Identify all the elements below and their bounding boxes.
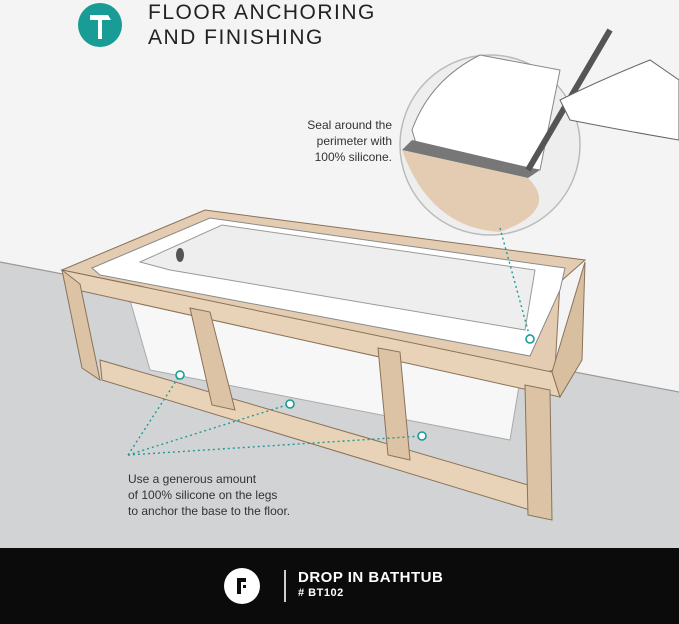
- callout-top-line: 100% silicone.: [314, 150, 392, 164]
- frame-right-end: [551, 261, 586, 399]
- marker-leg-3: [417, 431, 427, 441]
- marker-leg-1: [175, 370, 185, 380]
- title-line-1: FLOOR ANCHORING: [148, 1, 376, 24]
- front-left-post: [61, 268, 101, 382]
- footer-bar: DROP IN BATHTUB # BT102: [0, 548, 679, 624]
- detail-wood: [402, 150, 540, 232]
- detail-tub-corner: [411, 54, 561, 171]
- callout-seal-perimeter: Seal around the perimeter with 100% sili…: [307, 117, 392, 165]
- callout-bottom-line: to anchor the base to the floor.: [128, 504, 291, 518]
- title-line-2: AND FINISHING: [148, 26, 324, 49]
- callout-top-line: Seal around the: [307, 118, 392, 132]
- front-right-post: [524, 384, 553, 521]
- tub-basin: [138, 224, 536, 331]
- callout-bottom-line: Use a generous amount: [128, 472, 257, 486]
- brand-logo-icon: [224, 568, 260, 604]
- hand-icon: [559, 59, 679, 141]
- marker-perimeter: [525, 334, 535, 344]
- callout-anchor-legs: Use a generous amount of 100% silicone o…: [128, 471, 290, 519]
- detail-tub-edge: [402, 140, 540, 178]
- page-title: FLOOR ANCHORING AND FINISHING: [148, 0, 376, 50]
- marker-leg-2: [285, 399, 295, 409]
- footer-divider: [284, 570, 286, 602]
- front-mid-post-2: [377, 347, 411, 461]
- product-code: # BT102: [298, 587, 344, 599]
- overflow-drain: [176, 248, 184, 262]
- front-mid-post-1: [189, 307, 236, 411]
- callout-bottom-line: of 100% silicone on the legs: [128, 488, 278, 502]
- installation-diagram: [0, 0, 679, 548]
- product-name: DROP IN BATHTUB: [298, 569, 444, 586]
- hammer-icon: [78, 3, 122, 47]
- callout-top-line: perimeter with: [316, 134, 392, 148]
